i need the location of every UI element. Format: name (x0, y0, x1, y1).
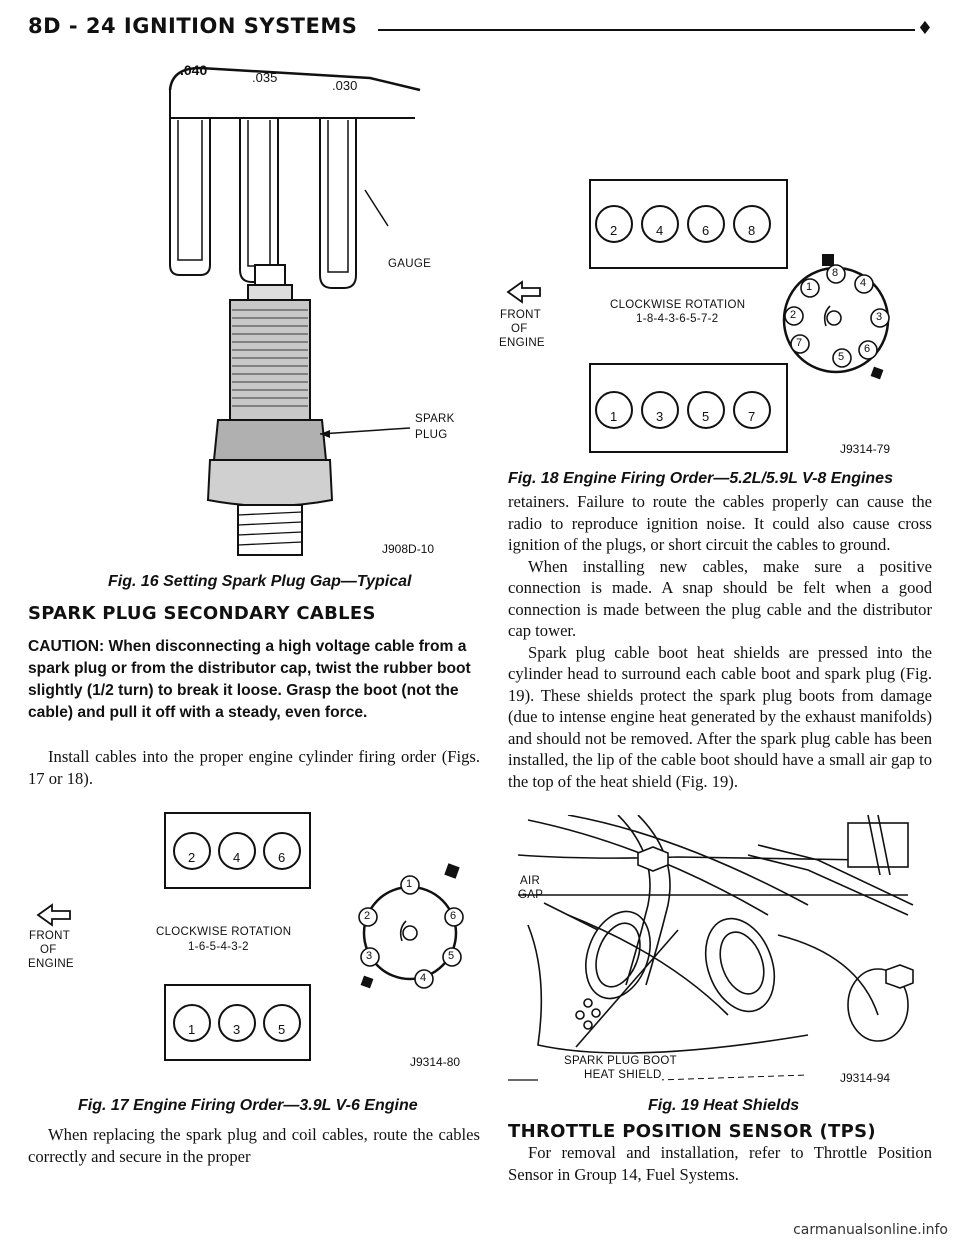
v8-firing-order-diagram (506, 179, 890, 453)
cap-terminal-7: 7 (796, 337, 803, 349)
cap-terminal-3: 3 (366, 950, 373, 962)
cap-terminal-1: 1 (406, 878, 413, 890)
fig18-code: J9314-79 (840, 442, 891, 456)
tps-paragraph: For removal and installation, refer to T… (508, 1143, 932, 1184)
header-rule (378, 29, 915, 31)
page-header-title: 8D - 24 IGNITION SYSTEMS (28, 14, 358, 38)
gap-label-030: .030 (332, 78, 358, 93)
cap-terminal-4: 4 (860, 277, 867, 289)
cyl-6-label: 6 (702, 223, 710, 238)
fig19-code: J9314-94 (840, 1071, 891, 1085)
of-label: OF (511, 323, 528, 335)
cyl-6-label: 6 (278, 850, 286, 865)
cap-terminal-4: 4 (420, 972, 427, 984)
figure-16: .040 .035 .030 GAUGE SPARK PLUG (140, 60, 480, 580)
cyl-3-label: 3 (233, 1022, 241, 1037)
installing-cables-paragraph: When installing new cables, make sure a … (508, 556, 932, 641)
caution-text: CAUTION: When disconnecting a high volta… (28, 638, 471, 721)
cap-terminal-6: 6 (864, 343, 871, 355)
gauge-label: GAUGE (388, 258, 432, 270)
firing-order-label: 1-8-4-3-6-5-7-2 (636, 313, 719, 325)
cyl-4-label: 4 (656, 223, 664, 238)
fig17-code: J9314-80 (410, 1055, 461, 1069)
heat-shield-drawing (508, 814, 914, 1081)
air-gap-label-1: AIR (520, 875, 541, 887)
cap-terminal-2: 2 (790, 309, 797, 321)
air-gap-label-2: GAP (518, 889, 544, 901)
cyl-3-label: 3 (656, 409, 664, 424)
fig19-caption: Fig. 19 Heat Shields (648, 1097, 800, 1114)
rotation-label: CLOCKWISE ROTATION (610, 299, 746, 311)
cyl-5-label: 5 (702, 409, 710, 424)
fig16-caption: Fig. 16 Setting Spark Plug Gap—Typical (108, 573, 412, 590)
gap-label-040: .040 (180, 62, 208, 78)
cap-terminal-1: 1 (806, 281, 813, 293)
spark-plug-gauge-drawing (168, 66, 421, 556)
figure-18: 2 4 6 8 1 3 5 7 FRONT OF ENGINE CLOCKWIS… (499, 178, 930, 468)
front-label: FRONT (500, 309, 542, 321)
figure-17: 2 4 6 1 3 5 FRONT OF ENGINE CLOCKWISE RO… (28, 805, 480, 1075)
fig16-code: J908D-10 (382, 542, 435, 556)
front-label: FRONT (29, 930, 71, 942)
cyl-8-label: 8 (748, 223, 756, 238)
of-label: OF (40, 944, 57, 956)
fig17-caption: Fig. 17 Engine Firing Order—3.9L V-6 Eng… (78, 1097, 418, 1114)
fig18-caption: Fig. 18 Engine Firing Order—5.2L/5.9L V-… (508, 470, 893, 487)
section-heading-tps: THROTTLE POSITION SENSOR (TPS) (508, 1121, 876, 1142)
engine-label: ENGINE (28, 958, 74, 970)
cyl-4-label: 4 (233, 850, 241, 865)
cap-terminal-6: 6 (450, 910, 457, 922)
spark-plug-boot-label: SPARK PLUG BOOT (564, 1055, 677, 1067)
cap-terminal-2: 2 (364, 910, 371, 922)
cyl-5-label: 5 (278, 1022, 286, 1037)
spark-plug-label-1: SPARK (415, 413, 455, 425)
page-header: 8D - 24 IGNITION SYSTEMS ♦ (28, 14, 933, 46)
spark-plug-label-2: PLUG (415, 429, 448, 441)
section-heading-spark-plug-cables: SPARK PLUG SECONDARY CABLES (28, 603, 376, 624)
cyl-2-label: 2 (610, 223, 618, 238)
gap-label-035: .035 (252, 70, 278, 85)
firing-order-label: 1-6-5-4-3-2 (188, 941, 249, 953)
cap-terminal-8: 8 (832, 267, 839, 279)
diamond-icon: ♦ (916, 18, 933, 39)
install-cables-paragraph: Install cables into the proper engine cy… (28, 747, 480, 788)
figure-19: AIR GAP SPARK PLUG BOOT HEAT SHIELD J931… (508, 814, 928, 1095)
cap-terminal-5: 5 (838, 351, 845, 363)
cap-terminal-3: 3 (876, 311, 883, 323)
v6-firing-order-diagram (36, 812, 464, 1061)
replacing-cables-paragraph: When replacing the spark plug and coil c… (28, 1125, 480, 1166)
cyl-1-label: 1 (610, 409, 618, 424)
right-column-text: retainers. Failure to route the cables p… (508, 491, 932, 792)
heat-shield-label: HEAT SHIELD (584, 1069, 662, 1081)
footer-watermark: carmanualsonline.info (793, 1222, 948, 1238)
cyl-7-label: 7 (748, 409, 756, 424)
cap-terminal-5: 5 (448, 950, 455, 962)
engine-label: ENGINE (499, 337, 545, 349)
heat-shields-paragraph: Spark plug cable boot heat shields are p… (508, 642, 932, 791)
cyl-1-label: 1 (188, 1022, 196, 1037)
rotation-label: CLOCKWISE ROTATION (156, 926, 292, 938)
cyl-2-label: 2 (188, 850, 196, 865)
cables-retainers-paragraph: retainers. Failure to route the cables p… (508, 492, 932, 554)
